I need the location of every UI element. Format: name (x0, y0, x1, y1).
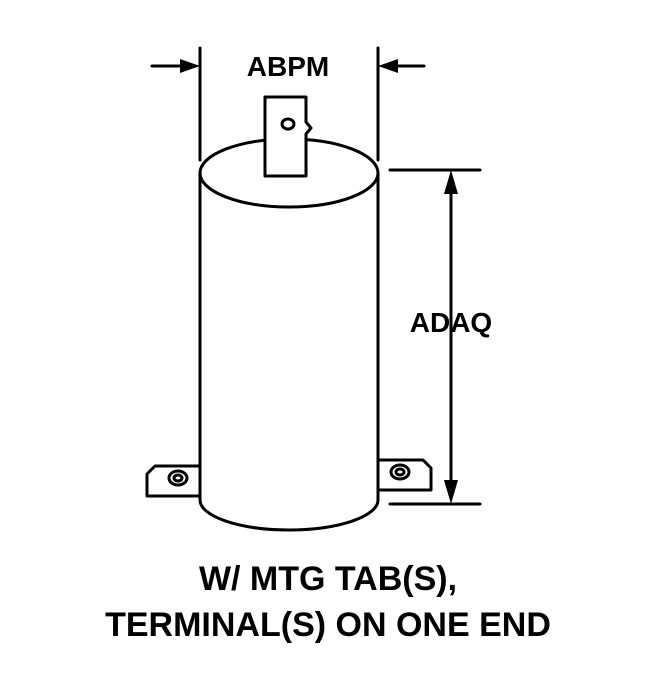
width-arrowhead-left (180, 59, 200, 73)
caption-line-1: W/ MTG TAB(S), (199, 560, 457, 598)
terminal (263, 95, 313, 178)
caption-line-2: TERMINAL(S) ON ONE END (105, 606, 551, 644)
mounting-tab-right (376, 458, 433, 492)
mounting-tab-left (145, 464, 202, 498)
height-arrowhead-bottom (444, 480, 458, 504)
height-arrowhead-top (444, 170, 458, 194)
width-dimension-label: ABPM (247, 51, 329, 82)
height-dimension-label: ADAQ (410, 307, 492, 338)
width-arrowhead-right (378, 59, 398, 73)
capacitor-body (198, 137, 380, 532)
terminal-hole (280, 117, 296, 131)
